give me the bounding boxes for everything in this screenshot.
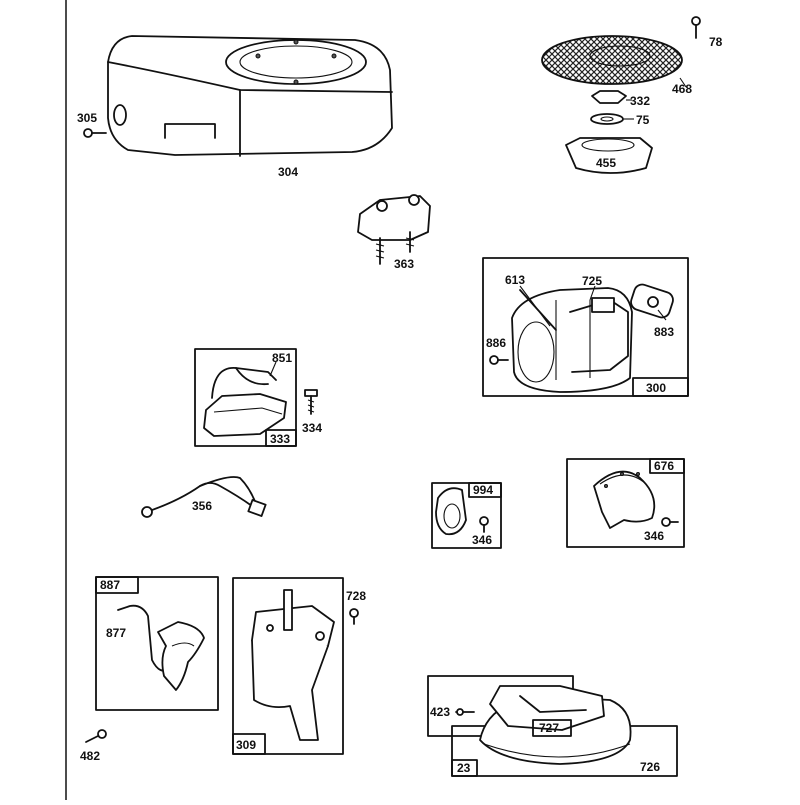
label-883: 883: [654, 325, 674, 339]
label-356: 356: [192, 499, 212, 513]
screw-728: [349, 608, 359, 625]
flywheel-brake-box-994: [431, 482, 502, 549]
armature-box-333: [194, 348, 297, 447]
label-75: 75: [636, 113, 650, 127]
label-333: 333: [270, 432, 290, 446]
label-334: 334: [302, 421, 322, 435]
starter-clutch-455: [565, 137, 653, 174]
washer-75: [590, 113, 624, 125]
screw-305: [83, 128, 107, 138]
label-851: 851: [272, 351, 292, 365]
label-309: 309: [236, 738, 256, 752]
flywheel-group: [427, 675, 678, 777]
screw-78: [691, 16, 701, 39]
label-363: 363: [394, 257, 414, 271]
cylinder-box-300: [482, 257, 689, 397]
callout-labels: 78 468 332 75 455 305 304 363 613 725 88…: [77, 35, 723, 775]
label-482: 482: [80, 749, 100, 763]
label-305: 305: [77, 111, 97, 125]
screw-886: [489, 355, 509, 365]
label-78: 78: [709, 35, 723, 49]
shield-box-676: [566, 458, 685, 548]
label-455: 455: [596, 156, 616, 170]
blower-housing-304: [107, 35, 393, 157]
label-300: 300: [646, 381, 666, 395]
label-726: 726: [640, 760, 660, 774]
ground-wire-356: [141, 476, 267, 518]
screw-482: [85, 729, 107, 743]
leader-lines: [269, 77, 687, 377]
label-877: 877: [106, 626, 126, 640]
screw-346b: [661, 517, 679, 527]
label-332: 332: [630, 94, 650, 108]
label-727: 727: [539, 721, 559, 735]
label-468: 468: [672, 82, 692, 96]
label-23: 23: [457, 761, 471, 775]
label-887: 887: [100, 578, 120, 592]
bracket-363: [357, 194, 431, 265]
label-994: 994: [473, 483, 493, 497]
backplate-box-309: [232, 577, 344, 755]
label-423: 423: [430, 705, 450, 719]
rotating-screen-468: [541, 35, 683, 85]
label-346b: 346: [644, 529, 664, 543]
label-886: 886: [486, 336, 506, 350]
screw-334: [304, 389, 318, 415]
label-725: 725: [582, 274, 602, 288]
nut-332: [591, 90, 627, 104]
label-613: 613: [505, 273, 525, 287]
label-304: 304: [278, 165, 298, 179]
label-728: 728: [346, 589, 366, 603]
label-676: 676: [654, 459, 674, 473]
screw-346a: [479, 516, 489, 533]
label-346a: 346: [472, 533, 492, 547]
ignition-module-box-887: [95, 576, 219, 711]
